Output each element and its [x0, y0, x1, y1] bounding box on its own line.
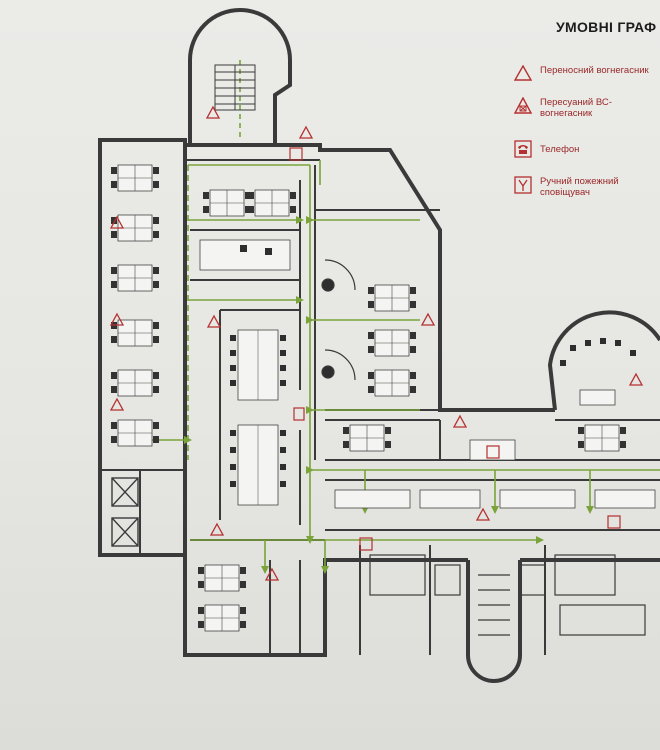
plan-alarm-symbols	[289, 147, 621, 551]
lounge-areas	[321, 259, 356, 381]
conference-tables	[237, 329, 279, 506]
building-walls	[98, 8, 660, 683]
elevators	[111, 477, 139, 547]
mobile-extinguisher-icon	[514, 97, 532, 114]
legend-title: УМОВНІ ГРАФ	[556, 19, 657, 35]
central-workstations	[199, 189, 297, 271]
portable-extinguisher-icon	[514, 65, 532, 81]
legend-label: Переносний вогнегасник	[540, 65, 649, 76]
legend-label: Ручний пожежний сповіщувач	[540, 176, 619, 198]
legend-item-portable-extinguisher: Переносний вогнегасник	[514, 65, 650, 81]
stair-tower	[214, 64, 256, 111]
legend-item-telephone: Телефон	[514, 140, 650, 158]
conference-chairs	[230, 335, 286, 487]
legend-label: Пересуаний ВС-вогнегасник	[540, 97, 612, 119]
corridor-benches	[334, 389, 656, 509]
restrooms	[369, 554, 646, 636]
plan-phone-symbols	[293, 407, 500, 459]
legend-item-mobile-extinguisher: Пересуаний ВС-вогнегасник	[514, 97, 650, 119]
rounded-room-seating	[560, 338, 636, 366]
legend-label: Телефон	[540, 144, 580, 155]
legend-item-manual-alarm: Ручний пожежний сповіщувач	[514, 176, 650, 198]
manual-fire-alarm-icon	[514, 176, 532, 194]
left-wing-workstations	[110, 164, 160, 447]
evacuation-routes	[150, 60, 660, 574]
telephone-icon	[514, 140, 532, 158]
